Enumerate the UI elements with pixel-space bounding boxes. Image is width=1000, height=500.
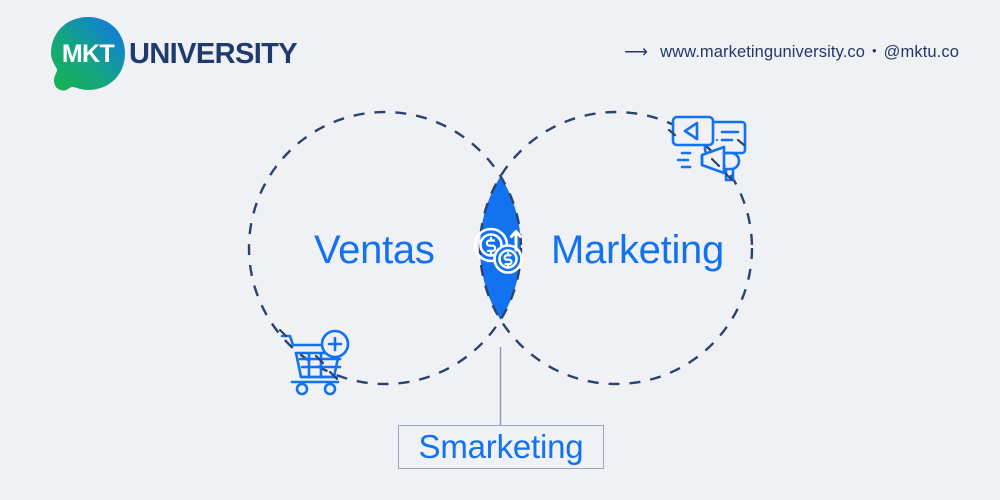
money-coins-growth-icon xyxy=(472,226,528,281)
venn-circle-ventas xyxy=(247,110,523,386)
right-arrow-icon: ⟶ xyxy=(624,43,649,62)
smarketing-label-box: Smarketing xyxy=(398,425,604,469)
header-contact: ⟶ www.marketinguniversity.co • @mktu.co xyxy=(624,43,959,62)
header-bar: MKT UNIVERSITY ⟶ www.marketinguniversity… xyxy=(0,0,1000,105)
logo-mark-text: MKT xyxy=(61,39,115,68)
smarketing-label: Smarketing xyxy=(418,428,584,465)
social-handle[interactable]: @mktu.co xyxy=(883,43,959,61)
megaphone-message-icon xyxy=(667,108,754,199)
venn-label-ventas: Ventas xyxy=(314,228,435,272)
website-link[interactable]: www.marketinguniversity.co xyxy=(660,43,866,61)
brand-logo[interactable]: MKT UNIVERSITY xyxy=(48,14,298,94)
venn-label-marketing: Marketing xyxy=(551,228,724,272)
logo-wordmark: UNIVERSITY xyxy=(129,37,298,70)
bullet-separator-icon: • xyxy=(872,43,877,58)
speech-bubble-logo-icon: MKT xyxy=(48,14,128,94)
shopping-cart-add-icon xyxy=(278,328,352,405)
